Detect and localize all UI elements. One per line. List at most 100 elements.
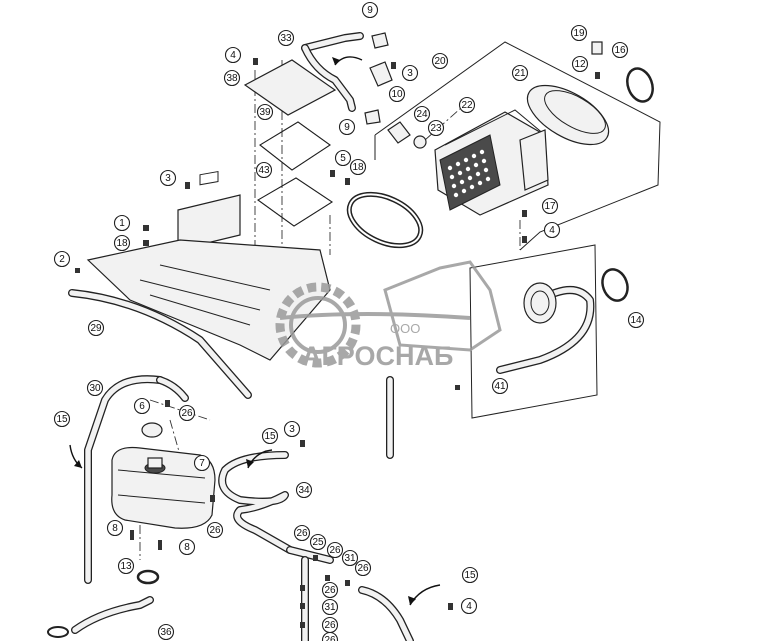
callout-31: 31	[341, 549, 359, 567]
callout-26: 26	[354, 559, 372, 577]
callout-label: 8	[112, 523, 118, 534]
callout-3: 3	[159, 169, 177, 187]
callout-label: 2	[59, 254, 65, 265]
callout-19: 19	[570, 24, 588, 42]
callout-24: 24	[413, 105, 431, 123]
callout-label: 15	[264, 431, 276, 442]
callout-label: 41	[494, 381, 506, 392]
callout-label: 12	[574, 59, 586, 70]
callout-22: 22	[458, 96, 476, 114]
gasket-43	[257, 177, 333, 227]
hose-34	[218, 451, 294, 554]
callout-3: 3	[401, 64, 419, 82]
callout-label: 33	[280, 33, 292, 44]
callout-label: 29	[90, 323, 102, 334]
hose-30	[84, 375, 189, 584]
callout-9: 9	[338, 118, 356, 136]
callout-label: 16	[614, 45, 626, 56]
callout-label: 5	[340, 153, 346, 164]
fitting-19	[591, 41, 603, 55]
oval-gasket	[346, 191, 424, 249]
callout-16: 16	[611, 41, 629, 59]
callout-label: 18	[352, 162, 364, 173]
callout-29: 29	[87, 319, 105, 337]
callout-17: 17	[541, 197, 559, 215]
callout-26: 26	[206, 521, 224, 539]
callout-20: 20	[431, 52, 449, 70]
clip-10	[369, 61, 393, 87]
callout-18: 18	[349, 158, 367, 176]
callout-4: 4	[224, 46, 242, 64]
harvester-icon	[383, 260, 502, 352]
callout-label: 20	[434, 56, 446, 67]
watermark: ООО АГРОСНАБ	[275, 260, 502, 371]
callout-label: 3	[289, 424, 295, 435]
callout-label: 26	[324, 620, 336, 631]
callout-4: 4	[543, 221, 561, 239]
callout-41: 41	[491, 377, 509, 395]
watermark-name: АГРОСНАБ	[302, 341, 453, 371]
callout-21: 21	[511, 64, 529, 82]
callout-14: 14	[627, 311, 645, 329]
callout-10: 10	[388, 85, 406, 103]
callout-18: 18	[113, 234, 131, 252]
hose-bracket-frame	[469, 244, 598, 419]
callout-label: 36	[160, 627, 172, 638]
callout-label: 15	[464, 570, 476, 581]
callout-26: 26	[321, 616, 339, 634]
callout-label: 6	[139, 401, 145, 412]
clamp-36	[47, 626, 69, 638]
hose-36	[71, 596, 154, 634]
callout-label: 21	[514, 68, 526, 79]
callout-label: 26	[296, 528, 308, 539]
callout-13: 13	[117, 557, 135, 575]
callout-2: 2	[53, 250, 71, 268]
callout-label: 25	[312, 537, 324, 548]
callout-label: 4	[230, 50, 236, 61]
callout-43: 43	[255, 161, 273, 179]
clamp-13	[136, 569, 160, 585]
callout-label: 3	[407, 68, 413, 79]
callout-26: 26	[321, 581, 339, 599]
callout-15: 15	[261, 427, 279, 445]
callout-label: 3	[165, 173, 171, 184]
callout-label: 26	[329, 545, 341, 556]
fitting-24	[387, 121, 411, 144]
callout-label: 14	[630, 315, 642, 326]
hose-33	[301, 32, 364, 112]
callout-label: 26	[209, 525, 221, 536]
callout-26: 26	[293, 524, 311, 542]
callout-9: 9	[361, 1, 379, 19]
air-filter-22	[434, 109, 549, 216]
callout-36: 36	[157, 623, 175, 641]
callout-label: 31	[344, 553, 356, 564]
callout-12: 12	[571, 55, 589, 73]
callout-6: 6	[133, 397, 151, 415]
callout-23: 23	[427, 119, 445, 137]
callout-8: 8	[106, 519, 124, 537]
cap-6	[141, 422, 163, 438]
callout-30: 30	[86, 379, 104, 397]
callout-label: 1	[119, 218, 125, 229]
callout-33: 33	[277, 29, 295, 47]
callout-26: 26	[321, 631, 339, 641]
callout-label: 24	[416, 109, 428, 120]
callout-label: 17	[544, 201, 556, 212]
callout-label: 18	[116, 238, 128, 249]
callout-label: 30	[89, 383, 101, 394]
callout-label: 43	[258, 165, 270, 176]
duct-housing	[86, 239, 331, 361]
filter-element-21	[526, 84, 610, 146]
callout-label: 31	[324, 602, 336, 613]
bolts	[75, 58, 600, 628]
callout-26: 26	[178, 404, 196, 422]
plate-38	[243, 59, 337, 116]
callout-label: 26	[181, 408, 193, 419]
callout-label: 4	[466, 601, 472, 612]
callout-15: 15	[461, 566, 479, 584]
callout-label: 26	[357, 563, 369, 574]
callout-5: 5	[334, 149, 352, 167]
callout-label: 23	[430, 123, 442, 134]
